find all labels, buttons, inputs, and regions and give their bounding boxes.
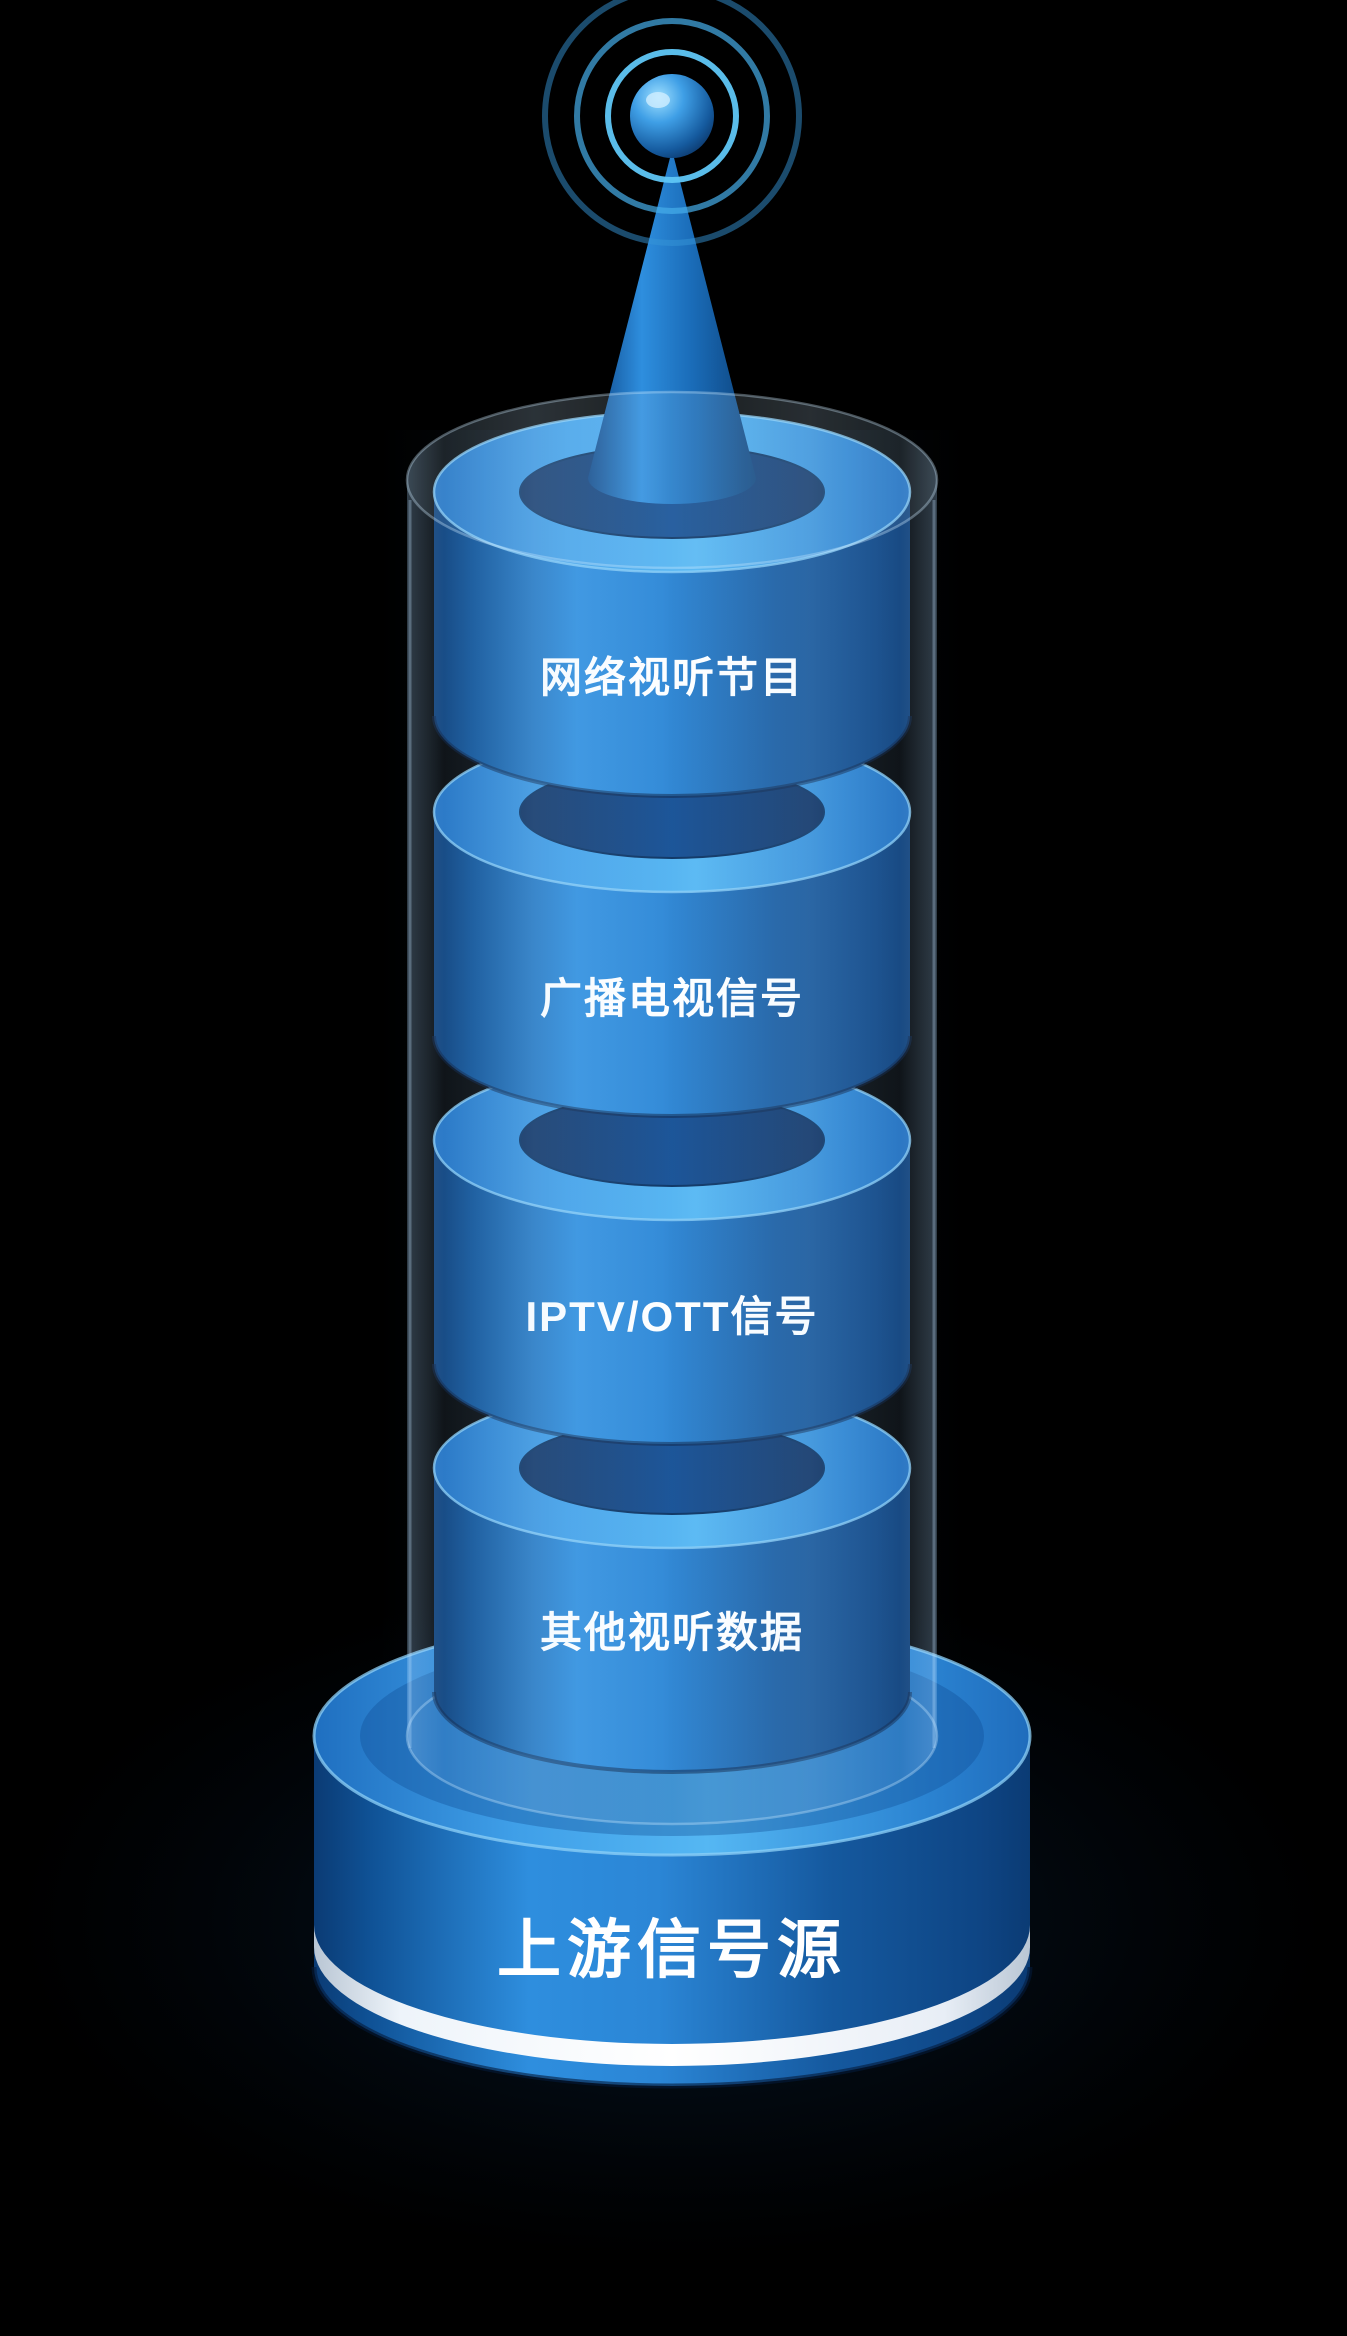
antenna-ball-highlight bbox=[646, 92, 670, 108]
signal-wave-ring-middle bbox=[574, 18, 770, 214]
base-bottom-edge bbox=[311, 1966, 1033, 2089]
signal-wave-ring-inner bbox=[605, 49, 739, 183]
base-label: 上游信号源 bbox=[497, 1914, 847, 1986]
glass-tube-top-rim bbox=[405, 390, 939, 570]
glass-tube-overlay bbox=[405, 390, 939, 1824]
base-stripe bbox=[314, 1925, 1030, 2066]
signal-wave-ring-outer bbox=[542, 0, 802, 246]
antenna-ball bbox=[630, 74, 714, 158]
glass-tube-body bbox=[407, 392, 937, 1824]
